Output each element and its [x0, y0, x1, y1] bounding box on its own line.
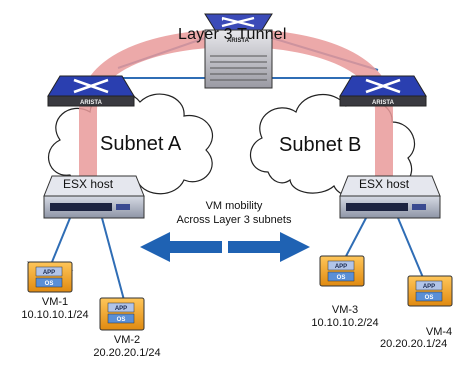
vm4-name: VM-4	[425, 326, 453, 338]
vm1-ip: 10.10.10.1/24	[21, 309, 89, 321]
core-switch	[204, 13, 273, 89]
link-host-a-vm2	[101, 217, 125, 301]
link-host-b-vm3	[343, 217, 367, 261]
vm2-box	[99, 297, 145, 331]
vm2-name: VM-2	[113, 334, 141, 346]
arrow-left	[140, 232, 222, 262]
mobility-arrow	[140, 232, 310, 262]
esx-host-a-label: ESX host	[63, 177, 114, 191]
link-host-b-vm4	[397, 217, 425, 281]
esx-host-b-label: ESX host	[359, 177, 410, 191]
vm1-app-label: APP	[43, 270, 55, 276]
subnet-a-label: Subnet A	[100, 133, 182, 155]
switch-left	[47, 75, 135, 107]
vm3-app-label: APP	[335, 264, 347, 270]
vm2-ip: 20.20.20.1/24	[93, 347, 161, 359]
core-switch-vendor: ARISTA	[227, 38, 250, 44]
vm1-os-label: OS	[45, 281, 54, 287]
cloud-subnet-b	[249, 93, 416, 198]
esx-host-a	[43, 175, 145, 219]
vm3-os-label: OS	[337, 275, 346, 281]
vm4-box	[407, 275, 453, 307]
vm-links	[51, 217, 425, 301]
vm2-app-label: APP	[115, 306, 127, 312]
vm4-app-label: APP	[423, 284, 435, 290]
link-host-a-vm1	[51, 217, 71, 263]
core-switch-chassis	[204, 29, 273, 89]
vm3-name: VM-3	[331, 304, 359, 316]
vm2-os-label: OS	[117, 317, 126, 323]
vm3-ip: 10.10.10.2/24	[311, 317, 379, 329]
right-switch-vendor: ARISTA	[372, 100, 395, 106]
vm3-box	[319, 255, 365, 287]
arrow-right	[228, 232, 310, 262]
left-switch-vendor: ARISTA	[80, 100, 103, 106]
subnet-b-label: Subnet B	[279, 134, 362, 156]
vm1-box	[26, 261, 74, 293]
switch-right	[339, 75, 427, 107]
mobility-line2: Across Layer 3 subnets	[176, 214, 292, 226]
vm4-os-label: OS	[425, 295, 434, 301]
mobility-line1: VM mobility	[205, 200, 263, 212]
vm4-ip: 20.20.20.1/24	[380, 338, 448, 350]
vm1-name: VM-1	[41, 296, 69, 308]
esx-host-b	[339, 175, 441, 219]
tunnel-title: Layer 3 Tunnel	[178, 26, 287, 43]
